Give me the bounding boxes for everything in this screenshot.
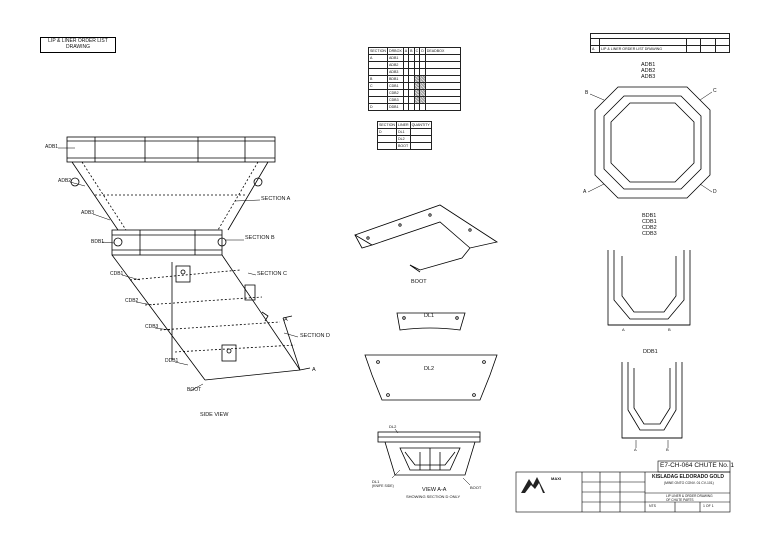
d-corner-b: B xyxy=(666,447,669,452)
section-a-label: SECTION A xyxy=(261,196,291,202)
cdb3-label: CDB3 xyxy=(642,231,657,237)
dl2-part-drawing xyxy=(364,354,498,401)
view-aa-note: SHOWING SECTION D ONLY xyxy=(406,494,461,499)
section-d-label: SECTION D xyxy=(300,333,330,339)
view-boot-callout: BOOT xyxy=(470,485,482,490)
section-bc-drawing xyxy=(607,250,691,326)
ddb1-label: DDB1 xyxy=(643,349,658,355)
boot-label: BOOT xyxy=(411,279,427,285)
dl1-label: DL1 xyxy=(424,313,435,319)
side-view-title: SIDE VIEW xyxy=(200,412,229,418)
side-view-drawing xyxy=(58,136,311,392)
sheet-title-line2: DRAWING xyxy=(66,44,90,50)
table-row: BOOT xyxy=(377,142,432,150)
corner-c: C xyxy=(713,88,717,94)
drawing-number: E7-CH-064 CHUTE No. 1 xyxy=(660,462,735,469)
cdb2-label: CDB2 xyxy=(642,225,657,231)
callout-adb2: ADB2 xyxy=(58,178,72,184)
revision-table: A LIP & LINER ORDER LIST DRAWING xyxy=(590,33,731,53)
table-row: CDB3 xyxy=(368,96,461,104)
view-aa-drawing xyxy=(377,428,481,486)
boot-part-drawing xyxy=(354,204,499,273)
section-marker-a-top: A xyxy=(284,317,288,323)
dl1-part-drawing xyxy=(396,312,466,331)
sheet-value: 1 OF 1 xyxy=(703,504,714,508)
company-subtitle: (MINE ONTO CONV. 01 CV-101) xyxy=(664,481,714,485)
company-name: KISLADAG ELDORADO GOLD xyxy=(652,474,724,480)
view-aa-title: VIEW A-A xyxy=(422,487,447,493)
corner-a: A xyxy=(583,189,587,195)
section-d-drawing xyxy=(621,362,683,448)
cell xyxy=(377,142,397,150)
adb1-box xyxy=(66,136,276,163)
callout-cdb2: CDB2 xyxy=(125,298,139,304)
bdb1-label: BDB1 xyxy=(642,213,657,219)
cell: D xyxy=(368,103,388,111)
adb1-label: ADB1 xyxy=(641,62,656,68)
logo-icon xyxy=(521,477,545,493)
callout-ddb1: DDB1 xyxy=(165,358,179,364)
corner-b: B xyxy=(585,90,589,96)
bc-corner-b: B xyxy=(668,327,671,332)
section-bc-callouts: BDB1 CDB1 CDB2 CDB3 xyxy=(642,213,657,237)
callout-cdb3: CDB3 xyxy=(145,324,159,330)
section-a-drawing xyxy=(587,86,713,199)
callout-cdb1: CDB1 xyxy=(110,271,124,277)
scale-value: NTS xyxy=(649,504,656,508)
view-dl2-callout: DL2 xyxy=(389,424,397,429)
description-line1: LIP LINER & ORDER DRAWING xyxy=(666,494,713,498)
section-b-label: SECTION B xyxy=(245,235,275,241)
view-dl1-callout: DL1 xyxy=(372,479,380,484)
table-row: ADB2 xyxy=(368,61,461,69)
section-marker-a-bottom: A xyxy=(312,367,316,373)
sheet-title-box: LIP & LINER ORDER LIST DRAWING xyxy=(40,37,116,53)
d-corner-a: A xyxy=(634,447,637,452)
adb3-label: ADB3 xyxy=(641,74,656,80)
company-logo xyxy=(519,475,547,495)
bc-corner-a: A xyxy=(622,327,625,332)
cdb1-label: CDB1 xyxy=(642,219,657,225)
callout-adb1: ADB1 xyxy=(45,144,59,150)
table-row: CDB2 xyxy=(368,89,461,97)
view-dl1-note: (KNIFE SIDE) xyxy=(372,484,394,488)
callout-adb3: ADB3 xyxy=(81,210,95,216)
bdb1-box xyxy=(111,229,223,256)
callout-bdb1: BDB1 xyxy=(91,239,105,245)
logo-text: MAXI xyxy=(551,476,561,481)
title-block-lines xyxy=(515,460,731,513)
sheet-title-line1: LIP & LINER ORDER LIST xyxy=(48,38,108,44)
corner-d: D xyxy=(713,189,717,195)
section-a-callouts: ADB1 ADB2 ADB3 xyxy=(641,62,655,80)
dl2-label: DL2 xyxy=(424,366,435,372)
drawing-description: LIP LINER & ORDER DRAWING OF CHUTE PARTS xyxy=(666,494,713,502)
section-c-label: SECTION C xyxy=(257,271,287,277)
adb2-label: ADB2 xyxy=(641,68,656,74)
description-line2: OF CHUTE PARTS xyxy=(666,498,694,502)
callout-boot: BOOT xyxy=(187,387,202,393)
